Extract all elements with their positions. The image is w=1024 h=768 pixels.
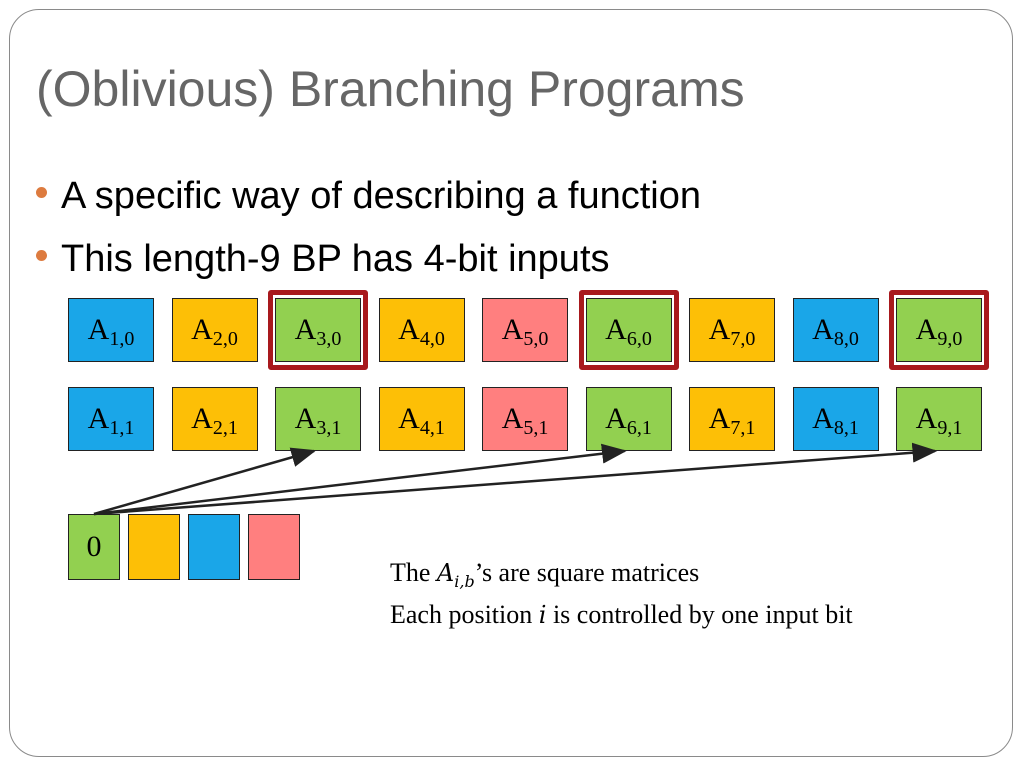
bullet-item-2: This length-9 BP has 4-bit inputs	[36, 238, 610, 281]
note-2-symbol: i	[538, 601, 547, 629]
note-2-suffix: is controlled by one input bit	[546, 600, 853, 629]
note-2-prefix: Each position	[390, 600, 539, 629]
note-line-1: The Ai,b’s are square matrices	[390, 558, 699, 591]
note-1-prefix: The	[390, 558, 437, 587]
matrix-letter: A	[605, 402, 627, 435]
matrix-subscript: 2,0	[212, 327, 238, 350]
bullet-dot-icon	[36, 187, 47, 199]
matrix-subscript: 1,1	[109, 416, 135, 439]
matrix-letter: A	[87, 313, 110, 346]
slide-title: (Oblivious) Branching Programs	[36, 61, 745, 117]
matrix-subscript: 4,0	[419, 327, 445, 350]
note-1-suffix: ’s are square matrices	[474, 558, 700, 587]
input-bit-cell-3	[188, 514, 240, 580]
matrix-letter: A	[294, 402, 317, 435]
bullet-text-2: This length-9 BP has 4-bit inputs	[61, 238, 610, 280]
arrow-to-a-6-1	[93, 443, 627, 516]
matrix-subscript: 8,1	[833, 416, 859, 439]
matrix-letter: A	[398, 402, 420, 435]
matrix-subscript: 5,1	[523, 416, 549, 439]
matrix-subscript: 9,0	[937, 327, 963, 350]
matrix-subscript: 2,1	[212, 416, 238, 439]
matrix-letter: A	[191, 402, 213, 435]
matrix-subscript: 9,1	[937, 416, 963, 439]
highlight-box-position-9	[889, 290, 989, 370]
matrix-letter: A	[915, 402, 938, 435]
matrix-subscript: 4,1	[419, 416, 445, 439]
matrix-letter: A	[501, 402, 524, 435]
matrix-letter: A	[87, 402, 110, 435]
matrix-subscript: 6,0	[626, 327, 652, 350]
matrix-subscript: 8,0	[833, 327, 859, 350]
matrix-letter: A	[501, 313, 524, 346]
arrow-to-a-3-1	[93, 447, 317, 516]
bullet-dot-icon	[36, 250, 47, 262]
matrix-letter: A	[812, 313, 834, 346]
bullet-text-1: A specific way of describing a function	[61, 175, 702, 217]
input-bit-cell-1: 0	[68, 514, 120, 580]
matrix-letter: A	[915, 313, 938, 346]
matrix-letter: A	[294, 313, 317, 346]
matrix-letter: A	[708, 313, 731, 346]
highlight-box-position-6	[578, 290, 679, 370]
matrix-subscript: 5,0	[523, 327, 549, 350]
matrix-letter: A	[191, 313, 213, 346]
matrix-subscript: 3,0	[316, 327, 342, 350]
matrix-letter: A	[605, 313, 627, 346]
matrix-subscript: 6,1	[626, 416, 652, 439]
matrix-letter: A	[812, 402, 834, 435]
matrix-subscript: 7,0	[730, 327, 756, 350]
highlight-box-position-3	[268, 290, 368, 370]
matrix-subscript: 3,1	[316, 416, 342, 439]
bullet-item-1: A specific way of describing a function	[36, 175, 701, 218]
matrix-subscript: 7,1	[730, 416, 756, 439]
matrix-letter: A	[398, 313, 420, 346]
note-line-2: Each position i is controlled by one inp…	[390, 600, 853, 630]
input-bit-cell-4	[248, 514, 300, 580]
arrow-to-a-9-1	[93, 442, 938, 516]
input-bit-cell-2	[128, 514, 180, 580]
matrix-subscript: 1,0	[109, 327, 135, 350]
slide-frame	[9, 9, 1013, 757]
matrix-letter: A	[708, 402, 731, 435]
note-1-symbol: Ai,b	[436, 559, 475, 591]
